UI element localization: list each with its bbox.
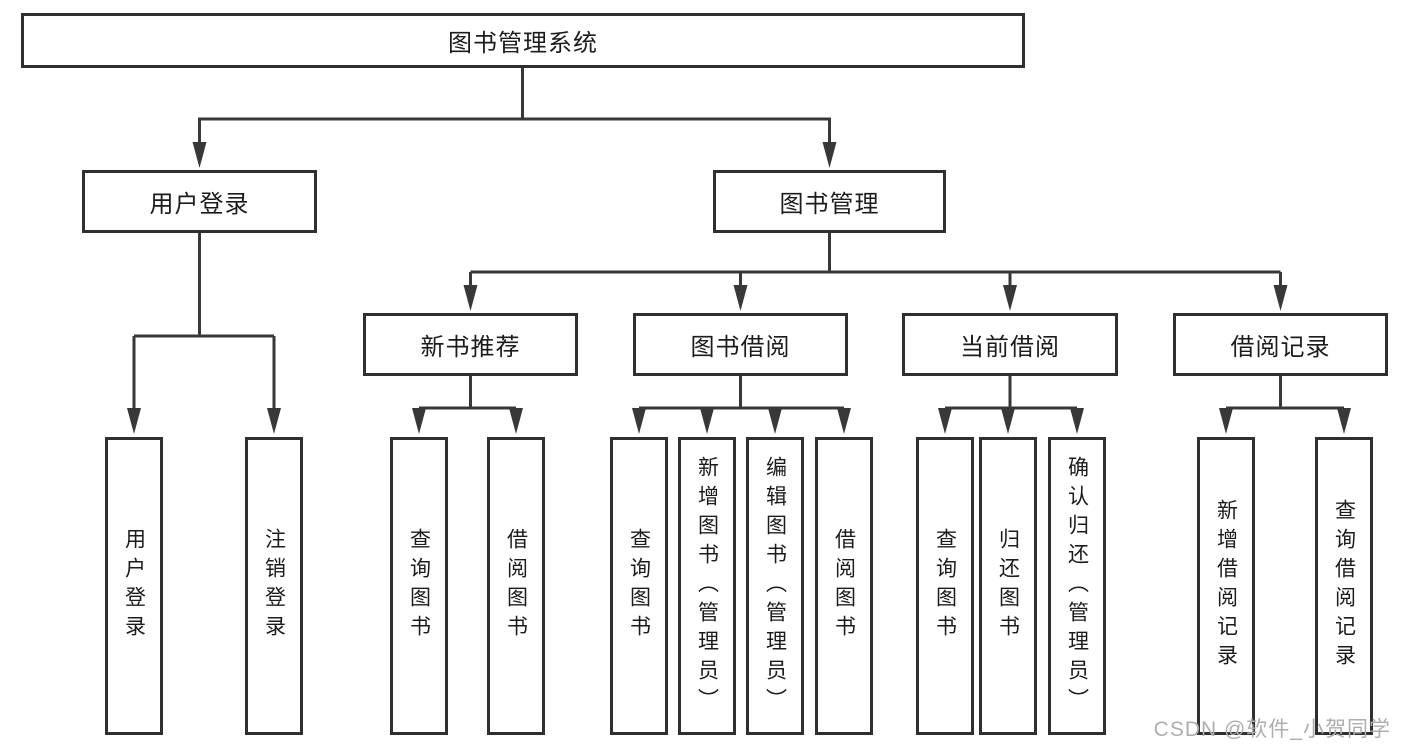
- leaf-add-borrow-record: 新增借阅记录: [1197, 437, 1255, 735]
- leaf-query-book: 查询图书: [610, 437, 668, 735]
- node-label: 借阅记录: [1230, 334, 1331, 361]
- node-new-book-recommend: 新书推荐: [363, 313, 578, 376]
- node-user-login: 用户登录: [82, 170, 317, 233]
- leaf-label: 借阅图书: [504, 528, 528, 644]
- leaf-add-book-admin: 新增图书（管理员）: [678, 437, 736, 735]
- arrowheads: [127, 142, 1351, 434]
- node-root-library-system: 图书管理系统: [21, 13, 1025, 68]
- leaf-query-book: 查询图书: [390, 437, 448, 735]
- node-current-borrow: 当前借阅: [902, 313, 1118, 376]
- leaf-label: 确认归还（管理员）: [1065, 455, 1089, 717]
- leaf-label: 新增图书（管理员）: [695, 455, 719, 717]
- connector-lines: [132, 66, 1346, 414]
- node-label: 当前借阅: [960, 334, 1060, 361]
- node-label: 图书管理: [779, 191, 880, 218]
- node-label: 用户登录: [149, 191, 250, 218]
- leaf-label: 编辑图书（管理员）: [763, 455, 787, 717]
- node-label: 新书推荐: [420, 334, 521, 361]
- node-book-borrow: 图书借阅: [633, 313, 848, 376]
- leaf-borrow-book: 借阅图书: [815, 437, 873, 735]
- node-label: 图书借阅: [690, 334, 791, 361]
- leaf-label: 归还图书: [996, 528, 1020, 644]
- node-book-management: 图书管理: [713, 170, 946, 233]
- leaf-label: 查询图书: [933, 528, 957, 644]
- leaf-label: 用户登录: [122, 528, 146, 644]
- leaf-edit-book-admin: 编辑图书（管理员）: [746, 437, 804, 735]
- node-borrow-records: 借阅记录: [1173, 313, 1388, 376]
- leaf-user-login: 用户登录: [105, 437, 163, 735]
- leaf-borrow-book: 借阅图书: [487, 437, 545, 735]
- leaf-confirm-return-admin: 确认归还（管理员）: [1048, 437, 1106, 735]
- leaf-label: 查询图书: [407, 528, 431, 644]
- leaf-label: 查询借阅记录: [1332, 499, 1356, 673]
- leaf-label: 查询图书: [627, 528, 651, 644]
- leaf-label: 新增借阅记录: [1214, 499, 1238, 673]
- leaf-query-book: 查询图书: [916, 437, 974, 735]
- watermark: CSDN @软件_小贺同学: [1153, 718, 1391, 741]
- node-label: 图书管理系统: [448, 30, 598, 57]
- leaf-return-book: 归还图书: [979, 437, 1037, 735]
- leaf-label: 注销登录: [262, 528, 286, 644]
- leaf-query-borrow-record: 查询借阅记录: [1315, 437, 1373, 735]
- leaf-logout: 注销登录: [245, 437, 303, 735]
- leaf-label: 借阅图书: [832, 528, 856, 644]
